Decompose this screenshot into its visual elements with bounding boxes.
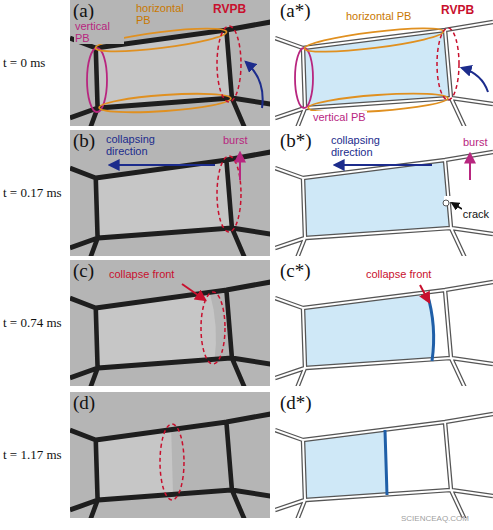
plateau-border [275, 152, 493, 256]
burst-arrow [469, 154, 471, 180]
part-label: collapse front [108, 268, 175, 280]
plateau-border-core [275, 22, 493, 126]
time-label: t = 0.74 ms [2, 316, 63, 330]
burst-arrow [239, 153, 241, 180]
highlight-ellipse [217, 156, 241, 232]
liquid-film [303, 160, 451, 238]
photo-panel [70, 260, 270, 386]
part-label: burst [222, 134, 248, 146]
panel-letter: (c*) [279, 261, 312, 282]
highlight-ellipse [160, 424, 184, 500]
photo-panel [70, 130, 270, 256]
photo-ground [70, 0, 270, 126]
front-arrow [182, 284, 205, 300]
highlight-ellipse [437, 28, 459, 100]
part-label: horizontal PB [345, 10, 412, 22]
plateau-border-core [275, 152, 493, 256]
part-label: collapse front [365, 268, 432, 280]
direction-arrow [335, 164, 432, 166]
highlight-ellipse [99, 90, 232, 115]
panel-letter: (b) [72, 131, 96, 152]
panel-letter: (a*) [279, 1, 312, 22]
part-label: vertical PB [312, 111, 367, 123]
part-label: RVPB [212, 3, 247, 16]
panel-letter: (d) [72, 393, 96, 414]
schematic-panel [275, 414, 493, 518]
part-label: vertical PB [74, 20, 124, 44]
highlight-ellipse [87, 48, 107, 112]
plateau-border [70, 152, 270, 256]
photo-panel [70, 0, 270, 126]
part-label: collapsing direction [330, 134, 398, 158]
liquid-film [303, 30, 451, 108]
plateau-border [275, 414, 493, 518]
motion-arrow [462, 68, 488, 92]
plateau-border-core [275, 414, 493, 518]
plateau-border-core [275, 282, 493, 386]
motion-arrow [246, 62, 263, 108]
schematic-panel [275, 22, 493, 126]
schematic-panel [275, 152, 493, 256]
part-label: crack [462, 208, 490, 220]
panel-letter: (b*) [279, 131, 313, 152]
highlight-ellipse [217, 26, 241, 102]
photo-panel [70, 392, 270, 518]
panel-letter: (a) [72, 1, 95, 22]
part-label: RVPB [440, 4, 475, 17]
watermark: SCIENCEAQ.COM [400, 515, 470, 524]
collapse-front-line [427, 293, 434, 361]
plateau-border [70, 414, 270, 518]
time-label: t = 1.17 ms [2, 448, 63, 462]
crack-mark [443, 200, 449, 206]
plateau-border [275, 282, 493, 386]
plateau-border [70, 282, 270, 386]
time-label: t = 0 ms [2, 56, 46, 70]
highlight-ellipse [295, 48, 313, 108]
part-label: horizontal PB [135, 2, 199, 26]
highlight-ellipse [304, 24, 445, 57]
crack-arrow [452, 203, 462, 209]
schematic-panel [275, 282, 493, 386]
highlight-ellipse [201, 292, 225, 364]
liquid-film [96, 160, 232, 238]
plateau-border [275, 22, 493, 126]
direction-arrow [110, 164, 215, 166]
part-label: burst [462, 136, 488, 148]
time-label: t = 0.17 ms [2, 186, 63, 200]
panel-letter: (c) [72, 261, 95, 282]
front-arrow [420, 285, 429, 302]
collapse-front-line [385, 430, 387, 495]
part-label: collapsing direction [105, 133, 173, 157]
panel-letter: (d*) [279, 393, 313, 414]
